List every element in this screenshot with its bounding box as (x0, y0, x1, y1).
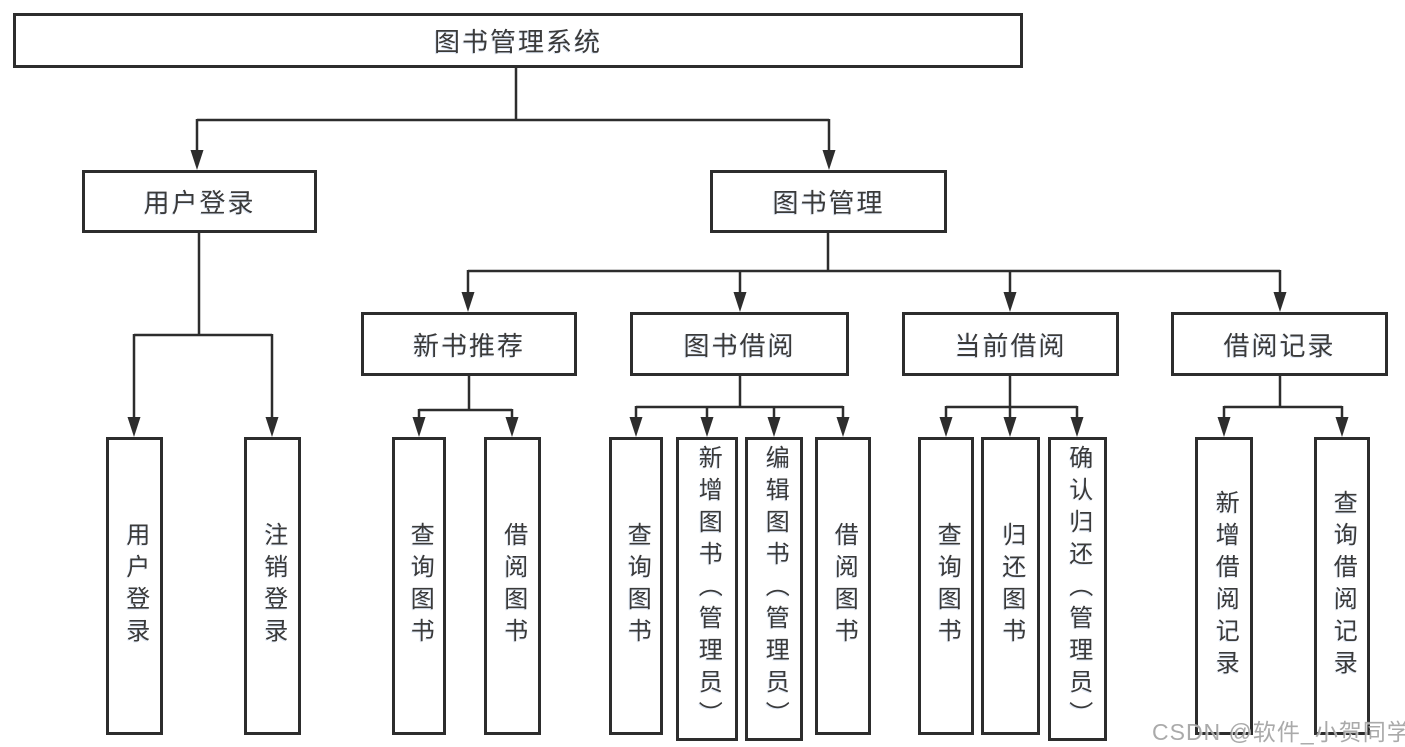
leaf-recommend-query-book: 查询图书 (392, 437, 446, 735)
leaf-user-login: 用户登录 (106, 437, 163, 735)
leaf-logout: 注销登录 (244, 437, 301, 735)
node-user-login: 用户登录 (82, 170, 317, 233)
leaf-current-confirm-return-admin: 确认归还（管理员） (1048, 437, 1107, 741)
leaf-borrow-edit-book-admin: 编辑图书（管理员） (745, 437, 803, 741)
node-book-borrowing: 图书借阅 (630, 312, 849, 376)
node-borrowing-records: 借阅记录 (1171, 312, 1388, 376)
leaf-current-return-book: 归还图书 (981, 437, 1040, 735)
node-new-book-recommend: 新书推荐 (361, 312, 577, 376)
leaf-records-add-record: 新增借阅记录 (1195, 437, 1253, 735)
leaf-borrow-borrow-book: 借阅图书 (815, 437, 871, 735)
leaf-borrow-add-book-admin: 新增图书（管理员） (676, 437, 738, 741)
leaf-current-query-book: 查询图书 (918, 437, 974, 735)
node-book-management: 图书管理 (710, 170, 947, 233)
leaf-borrow-query-book: 查询图书 (609, 437, 663, 735)
node-library-management-system: 图书管理系统 (13, 13, 1023, 68)
leaf-recommend-borrow-book: 借阅图书 (484, 437, 541, 735)
node-current-borrowing: 当前借阅 (902, 312, 1119, 376)
csdn-watermark: CSDN @软件_小贺同学 (1152, 719, 1405, 745)
leaf-records-query-record: 查询借阅记录 (1314, 437, 1370, 735)
